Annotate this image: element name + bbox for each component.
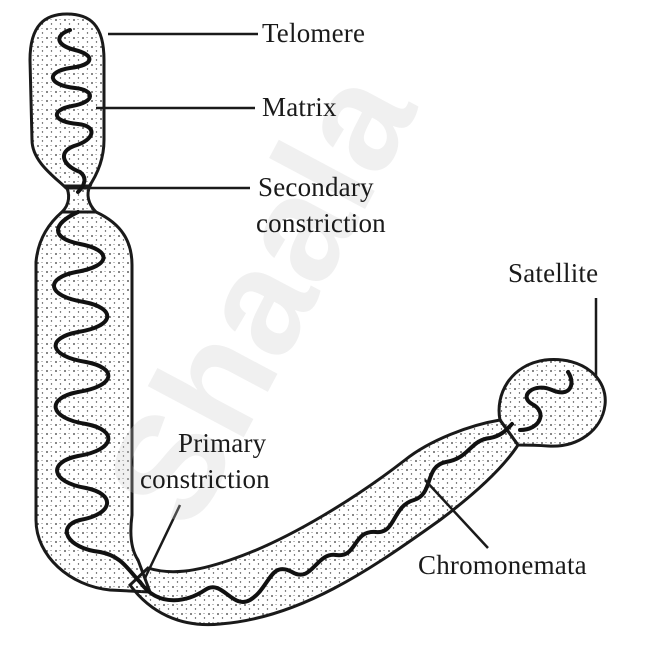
label-matrix: Matrix	[262, 92, 337, 123]
satellite-body	[499, 360, 605, 447]
label-secondary-constriction-line2: constriction	[256, 208, 386, 239]
label-secondary-constriction-line1: Secondary	[258, 172, 374, 203]
label-telomere: Telomere	[262, 18, 365, 49]
label-satellite: Satellite	[508, 258, 598, 289]
label-chromonemata: Chromonemata	[418, 550, 587, 581]
label-primary-constriction-line1: Primary	[178, 428, 266, 459]
label-primary-constriction-line2: constriction	[140, 464, 270, 495]
leader-primary-constriction	[145, 505, 180, 578]
